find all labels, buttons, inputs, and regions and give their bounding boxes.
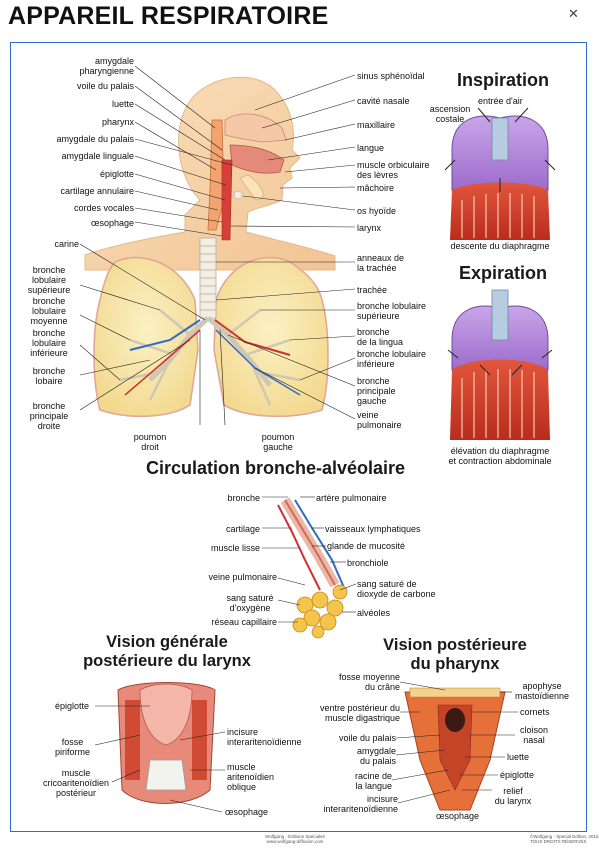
poster-frame — [10, 42, 587, 832]
label-muscle-lisse: muscle lisse — [210, 543, 260, 553]
footer-publisher: Wolfgang · Éditions Spéciales www.wolfga… — [265, 834, 325, 844]
larynx-illustration — [117, 682, 216, 804]
label-fosse-piriforme: fosse piriforme — [54, 737, 90, 757]
label-sang-sature-o2: sang saturé d'oxygène — [226, 593, 274, 613]
leader-lines-main — [79, 65, 356, 426]
bronchial-tree — [119, 309, 301, 406]
label-apophyse-mastoidienne: apophyse mastoïdienne — [514, 681, 570, 701]
label-sinus-sphenoidal: sinus sphénoïdal — [357, 71, 425, 81]
label-bronche-lobaire: bronche lobaire — [32, 366, 66, 386]
label-bronche-lobulaire-superieure-gauche: bronche lobulaire supérieure — [357, 301, 427, 321]
label-muscle-aritenoidien: muscle aritenoïdien oblique — [227, 762, 275, 792]
label-fosse-moyenne: fosse moyenne du crâne — [338, 672, 400, 692]
right-lung — [93, 256, 199, 418]
label-machoire: mâchoire — [357, 183, 395, 193]
footer-copyright: ©Wolfgang · Special Edition, 2015 TOUS D… — [530, 834, 599, 844]
label-pharynx-epiglotte: épiglotte — [500, 770, 535, 780]
label-voile-du-palais: voile du palais — [76, 81, 134, 91]
label-amygdale-du-palais: amygdale du palais — [56, 134, 134, 144]
label-pharynx-luette: luette — [507, 752, 530, 762]
label-pharynx-oesophage: œsophage — [435, 811, 480, 821]
label-larynx-epiglotte: épiglotte — [55, 701, 90, 711]
leader-lines-pharynx — [391, 681, 518, 804]
label-epiglotte: épiglotte — [99, 169, 134, 179]
label-pharynx-amygdale-du-palais: amygdale du palais — [356, 746, 396, 766]
label-poumon-gauche: poumon gauche — [261, 432, 295, 452]
label-langue: langue — [357, 143, 385, 153]
label-reseau-capillaire: réseau capillaire — [211, 617, 277, 627]
label-oesophage: œsophage — [90, 218, 134, 228]
label-pharynx: pharynx — [101, 117, 134, 127]
circulation-title: Circulation bronche-alvéolaire — [146, 458, 406, 478]
label-glande-mucosite: glande de mucosité — [327, 541, 406, 551]
label-trachee: trachée — [357, 285, 388, 295]
label-maxillaire: maxillaire — [357, 120, 396, 130]
label-bronche-lobulaire-inferieure-gauche: bronche lobulaire inférieure — [357, 349, 427, 369]
larynx-title: Vision générale postérieure du larynx — [83, 633, 251, 670]
alveolar-diagram — [277, 497, 348, 639]
label-cartilage-annulaire: cartilage annulaire — [60, 186, 134, 196]
label-veine-pulmonaire: veine pulmonaire — [357, 410, 402, 430]
inspiration-title: Inspiration — [457, 70, 550, 90]
label-cloison-nasal: cloison nasal — [519, 725, 548, 745]
label-muscle-orbiculaire: muscle orbiculaire des lèvres — [357, 160, 430, 180]
expiration-thorax — [447, 289, 553, 440]
label-cartilage: cartilage — [225, 524, 260, 534]
leader-lines-larynx — [94, 705, 226, 813]
label-amygdale-linguale: amygdale linguale — [61, 151, 134, 161]
label-bronche-principale-droite: bronche principale droite — [29, 401, 69, 431]
label-sang-sature-co2: sang saturé de dioxyde de carbone — [357, 579, 436, 599]
label-veine-pulmonaire-circ: veine pulmonaire — [208, 572, 277, 582]
page-title: APPAREIL RESPIRATOIRE — [8, 2, 329, 30]
label-racine-langue: racine de la langue — [354, 771, 392, 791]
label-ventre-posterieur: ventre postérieur du muscle digastrique — [319, 703, 400, 723]
head-airway — [207, 113, 287, 241]
label-bronche-lobulaire-moyenne: bronche lobulaire moyenne — [30, 296, 68, 326]
label-amygdale-pharyngienne: amygdale pharyngienne — [79, 56, 134, 76]
label-cavite-nasale: cavité nasale — [357, 96, 410, 106]
label-entree-air: entrée d'air — [478, 96, 523, 106]
label-muscle-cricoaritenoidien: muscle cricoaritenoïdien postérieur — [42, 768, 110, 798]
label-luette: luette — [111, 99, 134, 109]
label-larynx-oesophage: œsophage — [225, 807, 269, 817]
label-ascension-costale: ascension costale — [429, 104, 471, 124]
label-bronchiole: bronchiole — [347, 558, 389, 568]
label-alveoles: alvéoles — [357, 608, 391, 618]
label-cornets: cornets — [520, 707, 550, 717]
label-incisure-larynx: incisure interaritenoïdienne — [227, 727, 302, 747]
label-elevation-diaphragme: élévation du diaphragme et contraction a… — [448, 446, 552, 466]
close-icon: ✕ — [568, 6, 579, 21]
label-bronche-lobulaire-superieure-droite: bronche lobulaire supérieure — [27, 265, 71, 295]
label-bronche-principale-gauche: bronche principale gauche — [357, 376, 396, 406]
label-artere-pulmonaire: artère pulmonaire — [316, 493, 387, 503]
label-bronche-lobulaire-inferieure-droite: bronche lobulaire inférieure — [30, 328, 68, 358]
left-lung — [213, 256, 329, 418]
label-bronche: bronche — [227, 493, 260, 503]
label-vaisseaux-lymphatiques: vaisseaux lymphatiques — [325, 524, 421, 534]
trachea — [199, 237, 217, 319]
expiration-title: Expiration — [459, 263, 548, 283]
pharynx-title: Vision postérieure du pharynx — [383, 636, 527, 673]
label-pharynx-incisure: incisure interaritenoïdienne — [323, 794, 398, 814]
label-anneaux-trachee: anneaux de la trachée — [357, 253, 405, 273]
label-poumon-droit: poumon droit — [133, 432, 167, 452]
label-bronche-lingua: bronche de la lingua — [357, 327, 404, 347]
label-cordes-vocales: cordes vocales — [73, 203, 134, 213]
label-descente-diaphragme: descente du diaphragme — [450, 241, 550, 251]
label-pharynx-voile-du-palais: voile du palais — [338, 733, 396, 743]
label-os-hyoide: os hyoïde — [357, 206, 397, 216]
label-larynx: larynx — [357, 223, 382, 233]
label-relief-larynx: relief du larynx — [494, 786, 532, 806]
label-carine: carine — [54, 239, 79, 249]
leader-lines-alveolar — [262, 496, 357, 623]
pharynx-illustration — [404, 687, 506, 811]
inspiration-thorax — [444, 107, 556, 240]
